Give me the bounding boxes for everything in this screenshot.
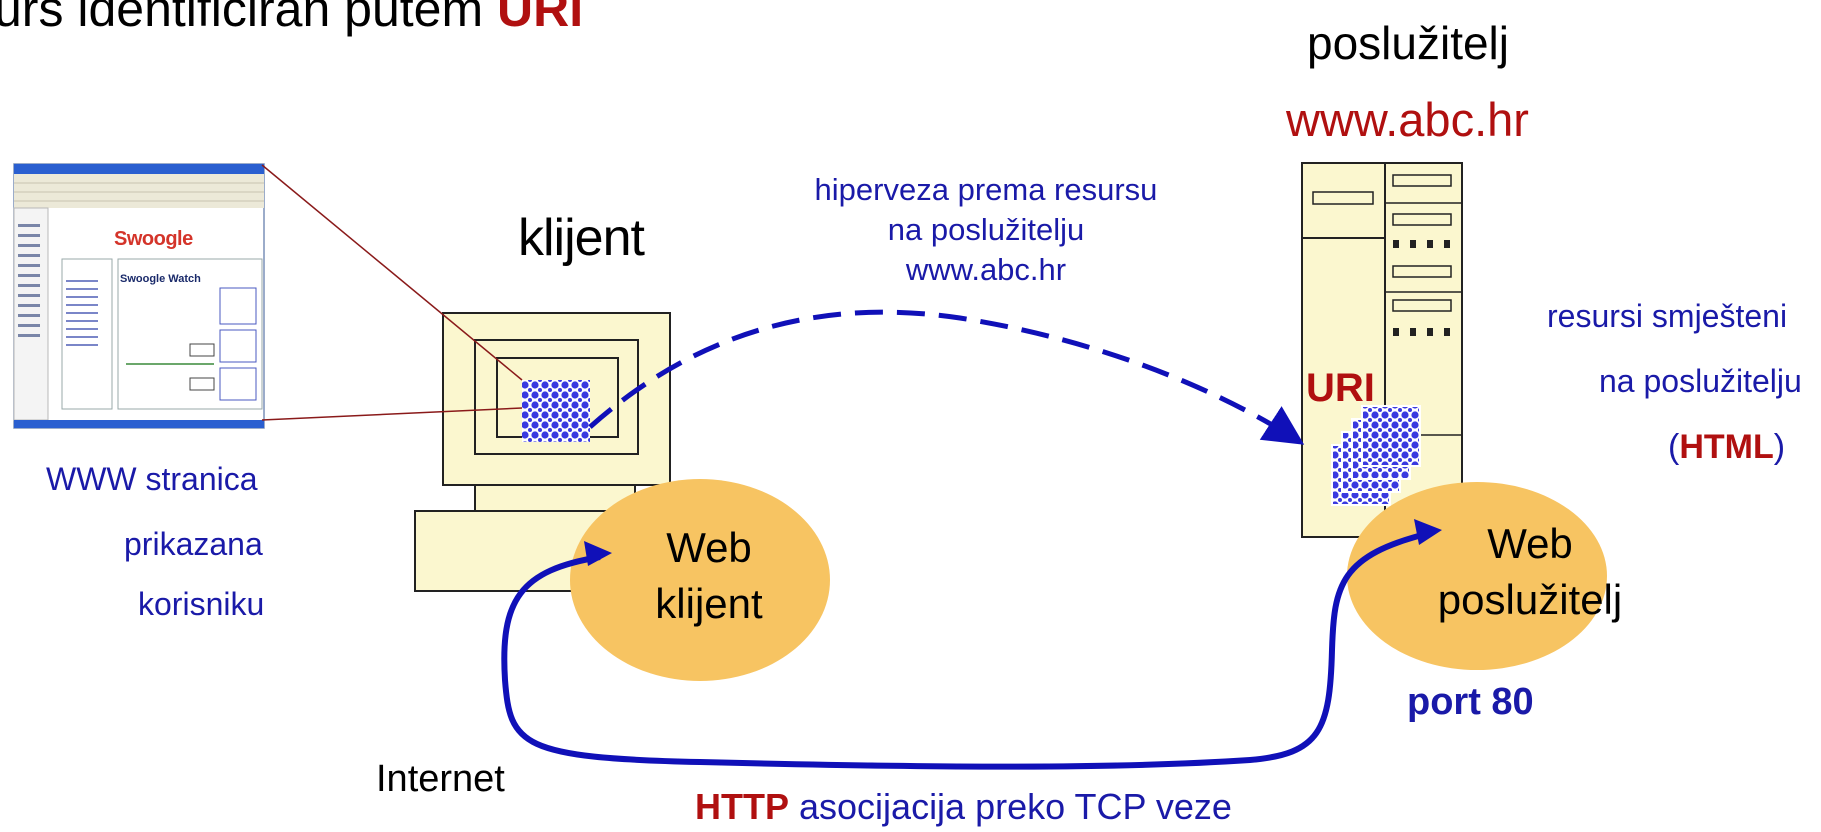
resources-paren-open: ( [1668, 428, 1680, 466]
page-caption-line-2: prikazana [124, 526, 263, 562]
server-resource-pages-icon [1331, 405, 1421, 506]
hyperlink-caption: hiperveza prema resursu na poslužitelju … [776, 170, 1196, 290]
hyperlink-line-1: hiperveza prema resursu [814, 172, 1158, 207]
http-label: HTTP [695, 786, 789, 827]
internet-label: Internet [376, 758, 505, 800]
web-client-line-1: Web [666, 524, 752, 571]
uri-label: URI [1306, 366, 1375, 410]
hyperlink-line-3: www.abc.hr [905, 252, 1067, 287]
resources-line-1: resursi smješteni [1547, 298, 1788, 334]
web-server-line-2: poslužitelj [1437, 576, 1623, 623]
resources-line-3: (HTML) [1668, 430, 1785, 464]
web-client-text: Web klijent [609, 520, 809, 632]
slide-title: urs identificiran putem URI [0, 0, 583, 34]
http-connection-curve [501, 530, 1431, 770]
screenshot-heading: Swoogle Watch [120, 273, 201, 285]
web-client-line-2: klijent [655, 580, 763, 627]
client-page-icon [522, 380, 590, 442]
screenshot-connector-top [261, 164, 523, 381]
hyperlink-line-2: na poslužitelju [887, 212, 1085, 247]
resources-line-2: na poslužitelju [1599, 363, 1802, 399]
http-arrowhead-server [1414, 519, 1442, 545]
title-prefix: urs identificiran putem [0, 0, 498, 37]
web-server-ellipse [1347, 482, 1607, 670]
web-server-line-1: Web [1487, 520, 1573, 567]
browser-screenshot [13, 163, 265, 429]
screenshot-logo: Swoogle [114, 228, 193, 250]
server-host: www.abc.hr [1286, 93, 1529, 146]
resources-paren-close: ) [1773, 428, 1786, 466]
resources-html: HTML [1679, 428, 1774, 466]
hyperlink-dashed-arrow [588, 309, 1305, 445]
client-label: klijent [518, 209, 645, 267]
screenshot-connector-bottom [261, 407, 523, 421]
title-uri: URI [497, 0, 584, 37]
page-caption-line-1: WWW stranica [46, 461, 258, 497]
server-label: poslužitelj [1307, 17, 1509, 69]
http-arrowhead-client [584, 541, 612, 566]
port-label: port 80 [1407, 681, 1534, 723]
web-client-ellipse [570, 479, 830, 681]
http-caption: HTTP asocijacija preko TCP veze [695, 789, 1232, 825]
page-caption-line-3: korisniku [138, 586, 265, 622]
http-caption-rest: asocijacija preko TCP veze [789, 786, 1232, 827]
web-server-text: Web poslužitelj [1430, 516, 1630, 628]
